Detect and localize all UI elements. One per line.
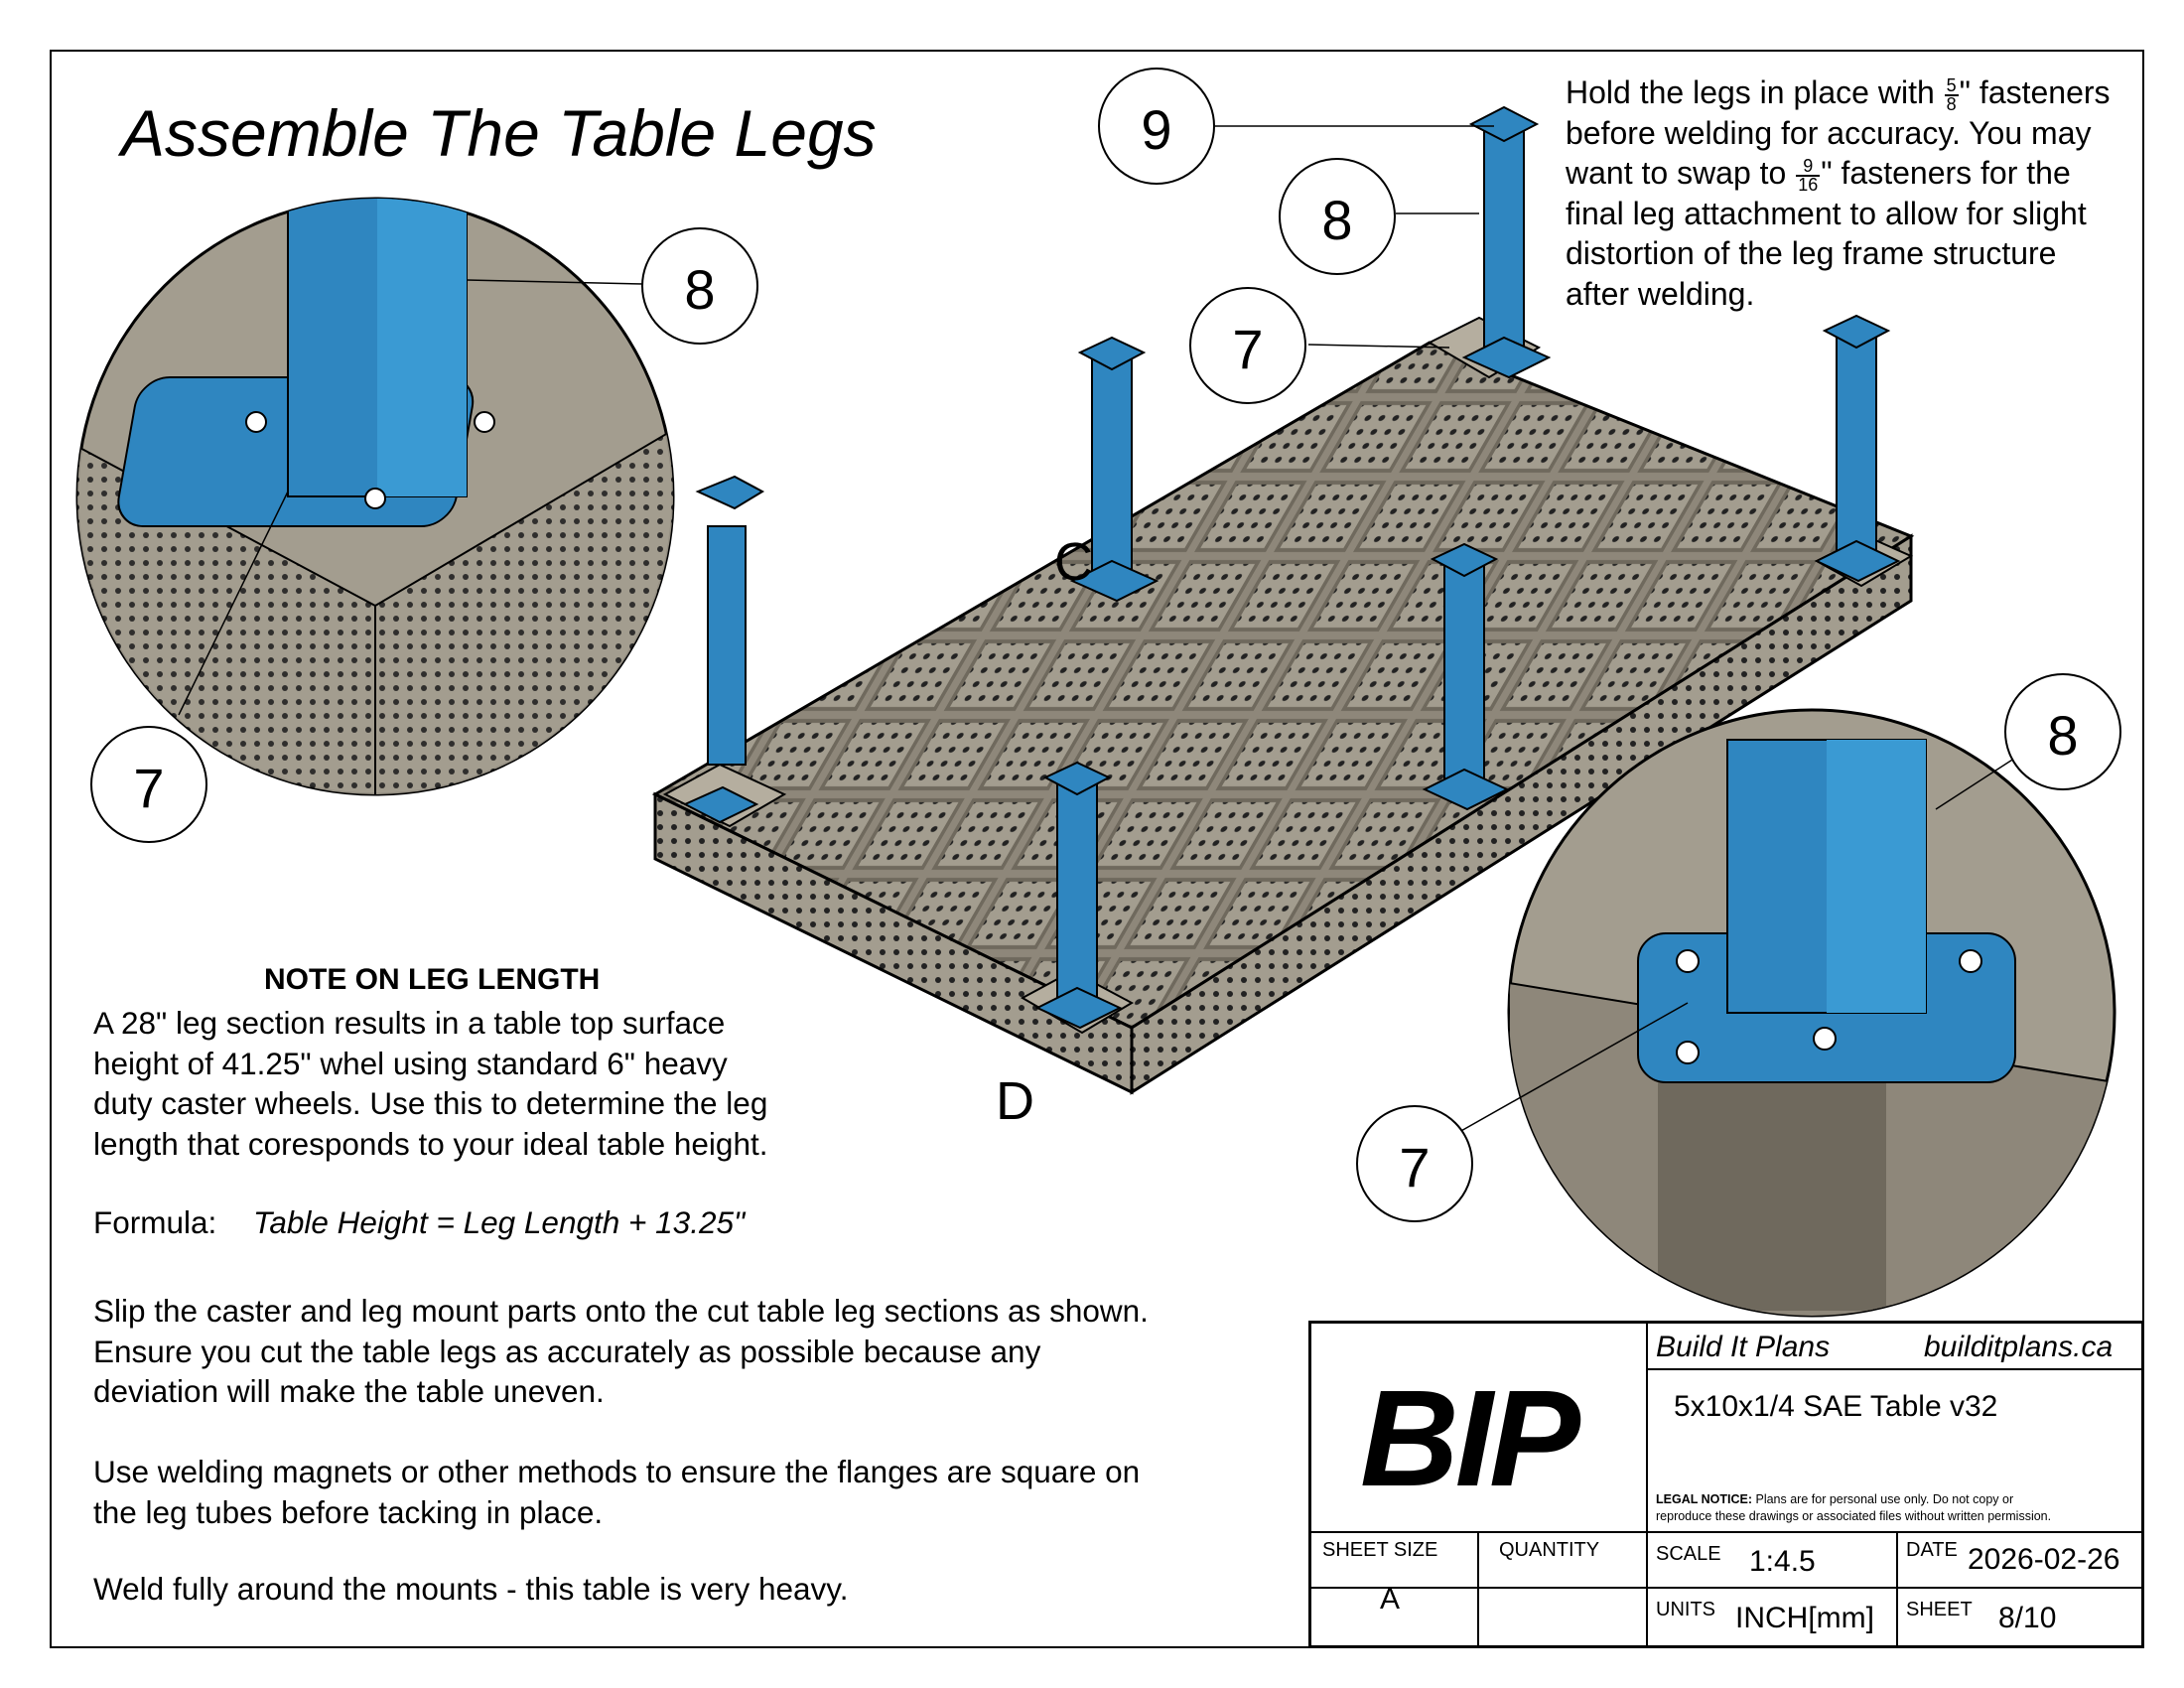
scale-label: SCALE — [1656, 1543, 1721, 1565]
instruction-paragraph-1: Slip the caster and leg mount parts onto… — [93, 1293, 1149, 1409]
bip-logo: BIP — [1360, 1362, 1580, 1515]
quantity-label: QUANTITY — [1499, 1539, 1600, 1561]
callout-bubbles — [90, 68, 2121, 1222]
view-label-d: D — [996, 1071, 1034, 1131]
sheet-label: SHEET — [1906, 1599, 1973, 1620]
fastener-note-line-5: distortion of the leg frame structure — [1566, 235, 2057, 272]
scale-value: 1:4.5 — [1749, 1545, 1816, 1578]
leader-lines — [178, 125, 2021, 1133]
table-right-side — [1130, 533, 1913, 1095]
leg-note-line-1: A 28" leg section results in a table top… — [93, 1005, 726, 1041]
leg-note-body: A 28" leg section results in a table top… — [93, 1003, 848, 1164]
instruction-paragraph-2: Use welding magnets or other methods to … — [93, 1454, 1141, 1530]
leg-note-line-4: length that coresponds to your ideal tab… — [93, 1125, 768, 1162]
fastener-note-line-4: final leg attachment to allow for slight — [1566, 195, 2087, 231]
company-website: builditplans.ca — [1924, 1331, 2114, 1363]
title-block: BIP Build It Plans builditplans.ca 5x10x… — [1308, 1321, 2144, 1648]
drawing-border — [50, 50, 2144, 1648]
callout-7-right: 7 — [1399, 1136, 1431, 1198]
date-value: 2026-02-26 — [1968, 1543, 2120, 1576]
sheet-size-label: SHEET SIZE — [1322, 1539, 1438, 1561]
formula: Table Height = Leg Length + 13.25" — [253, 1204, 746, 1240]
sheet-value: 8/10 — [1998, 1602, 2057, 1634]
leg-note-line-3: duty caster wheels. Use this to determin… — [93, 1085, 768, 1121]
date-label: DATE — [1906, 1539, 1958, 1561]
formula-label: Formula: — [93, 1204, 217, 1240]
page-title: Assemble The Table Legs — [121, 96, 877, 170]
table-legs — [682, 105, 1901, 1030]
fastener-note-line-6: after welding. — [1566, 275, 1755, 312]
callout-8-left: 8 — [684, 258, 716, 321]
callout-7-left: 7 — [133, 757, 165, 819]
drawing-name: 5x10x1/4 SAE Table v32 — [1674, 1390, 1998, 1423]
detail-view-right — [1507, 708, 2116, 1318]
callout-9: 9 — [1141, 98, 1172, 161]
callout-8-right: 8 — [2047, 704, 2079, 767]
callout-8-top: 8 — [1321, 189, 1353, 251]
view-label-c: C — [1054, 532, 1093, 592]
leg-note-line-2: height of 41.25" whel using standard 6" … — [93, 1045, 728, 1081]
company-name: Build It Plans — [1656, 1331, 1831, 1363]
leg-note-heading: NOTE ON LEG LENGTH — [264, 963, 601, 996]
detail-view-left — [75, 197, 675, 796]
units-label: UNITS — [1656, 1599, 1715, 1620]
units-value: INCH[mm] — [1735, 1602, 1874, 1634]
instruction-paragraph-3: Weld fully around the mounts - this tabl… — [93, 1571, 849, 1607]
legal-notice: LEGAL NOTICE: Plans are for personal use… — [1656, 1492, 2052, 1523]
callout-7-top: 7 — [1232, 318, 1264, 380]
fastener-note-line-2: before welding for accuracy. You may — [1566, 114, 2092, 151]
sheet-size-value: A — [1380, 1583, 1401, 1616]
